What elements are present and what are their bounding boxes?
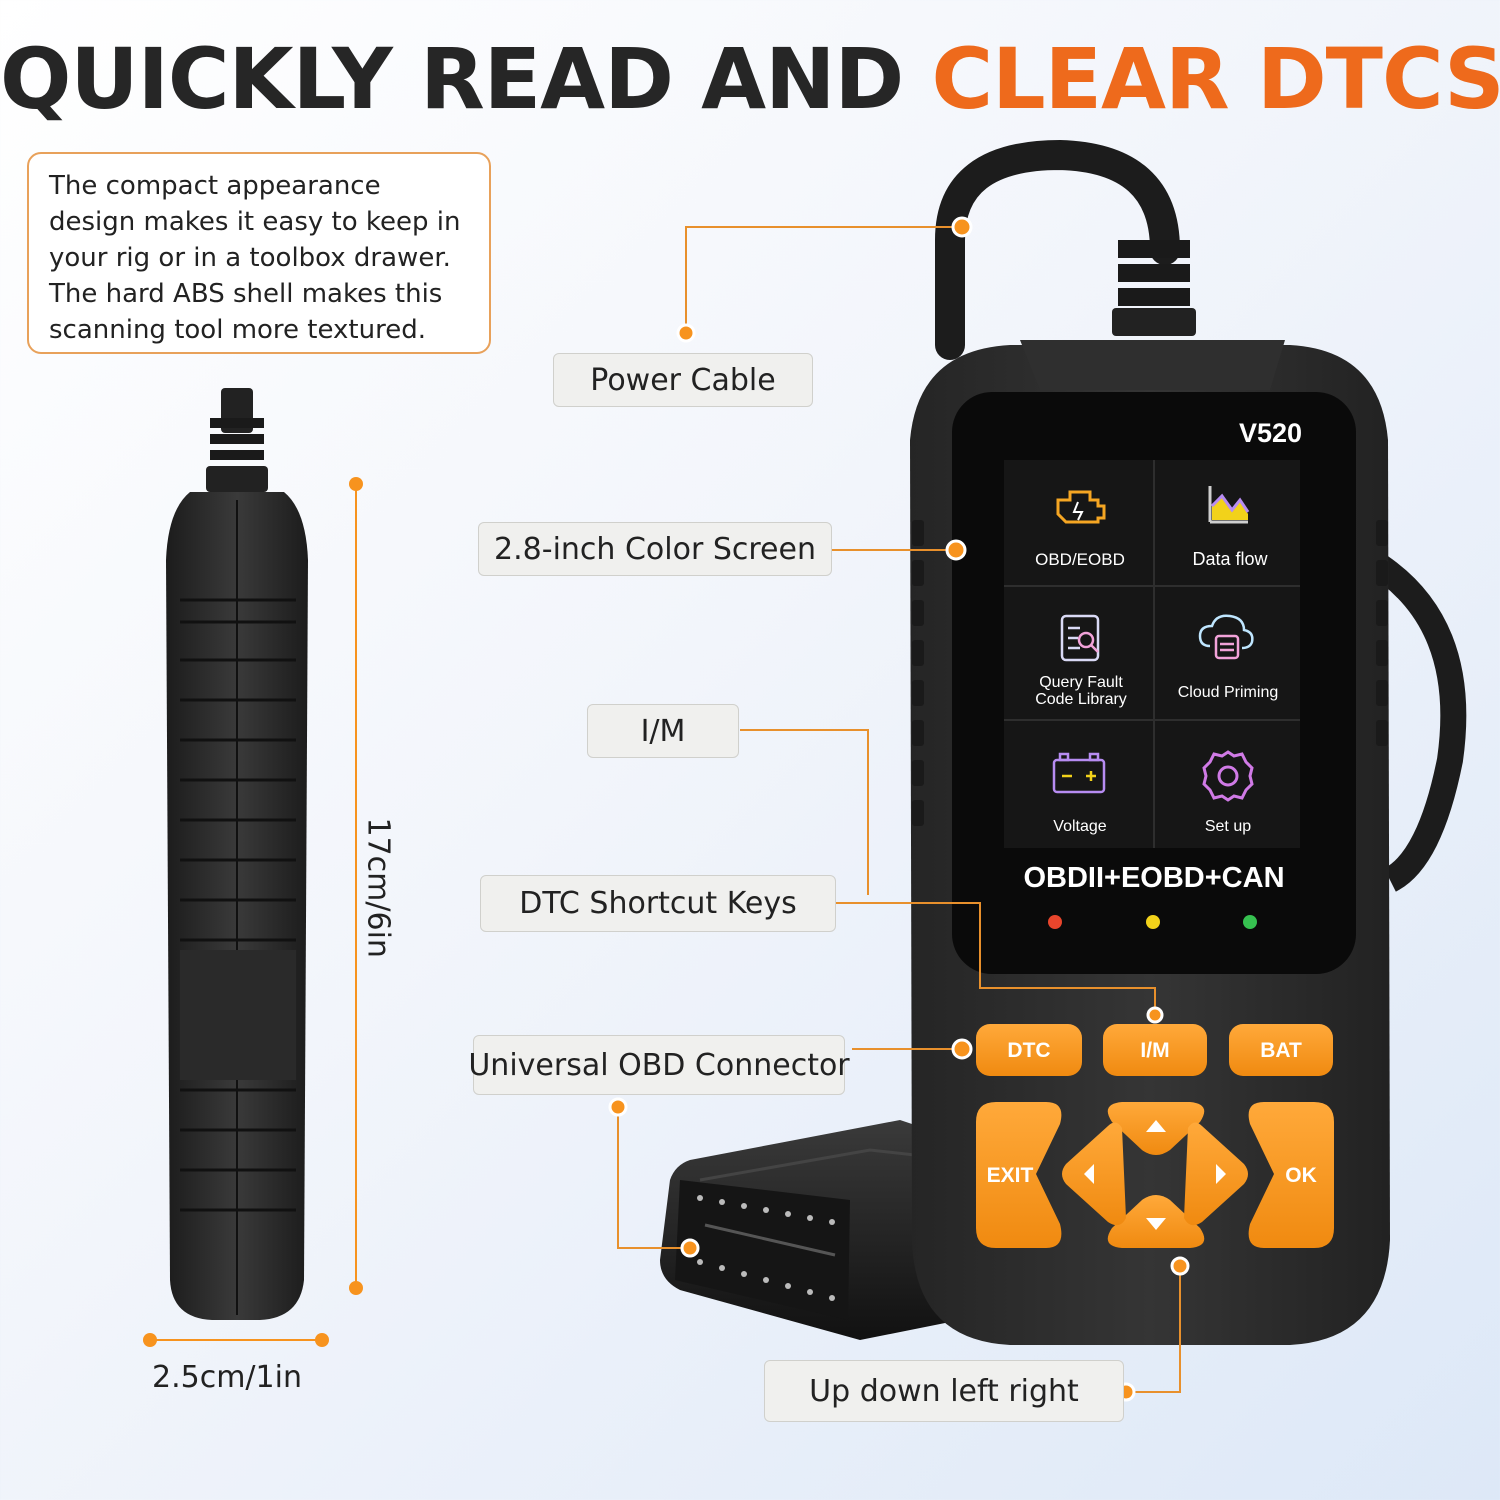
callout-lines — [617, 226, 1181, 1393]
menu-query-line2: Code Library — [1035, 691, 1127, 708]
left-arrow-icon — [1084, 1164, 1094, 1184]
headline-accent: CLEAR DTCS — [931, 30, 1500, 128]
protocol-text: OBDII+EOBD+CAN — [1023, 862, 1284, 894]
menu-setup: Set up — [1205, 818, 1251, 835]
code-library-icon — [1060, 614, 1100, 662]
label-dtc-shortcut-keys: DTC Shortcut Keys — [480, 875, 836, 932]
dtc-key-label: DTC — [1007, 1039, 1050, 1062]
label-color-screen: 2.8-inch Color Screen — [478, 522, 832, 576]
gear-icon — [1202, 750, 1254, 802]
exit-key[interactable] — [976, 1102, 1062, 1248]
menu-grid — [1004, 460, 1300, 848]
left-arrow-key[interactable] — [1062, 1122, 1126, 1226]
dtc-key[interactable] — [976, 1024, 1082, 1076]
headline-main: QUICKLY READ AND — [0, 30, 932, 128]
label-im: I/M — [587, 704, 739, 758]
label-im-text: I/M — [640, 713, 686, 749]
label-arrow-keys: Up down left right — [764, 1360, 1124, 1422]
im-key-label: I/M — [1140, 1039, 1169, 1062]
description-box: The compact appearance design makes it e… — [27, 152, 491, 354]
ok-key[interactable] — [1248, 1102, 1334, 1248]
menu-voltage: Voltage — [1053, 818, 1106, 835]
menu-obd-eobd: OBD/EOBD — [1035, 550, 1125, 569]
label-power-cable-text: Power Cable — [590, 362, 776, 398]
label-obd-connector-text: Universal OBD Connector — [468, 1047, 850, 1083]
description-text: The compact appearance design makes it e… — [49, 171, 461, 345]
exit-key-label: EXIT — [987, 1164, 1034, 1187]
bat-key-label: BAT — [1260, 1039, 1302, 1062]
power-cable — [935, 139, 1467, 892]
battery-icon — [1052, 752, 1106, 794]
right-arrow-key[interactable] — [1184, 1122, 1248, 1226]
width-dimension — [143, 1333, 329, 1347]
label-color-screen-text: 2.8-inch Color Screen — [494, 531, 816, 567]
status-led-yellow — [1146, 915, 1160, 929]
label-dtc-shortcut-keys-text: DTC Shortcut Keys — [519, 886, 797, 921]
right-arrow-icon — [1216, 1164, 1226, 1184]
menu-query-line1: Query Fault — [1039, 674, 1123, 691]
chart-icon — [1208, 486, 1250, 524]
status-led-red — [1048, 915, 1062, 929]
down-arrow-icon — [1146, 1218, 1166, 1230]
im-key[interactable] — [1103, 1024, 1207, 1076]
label-obd-connector: Universal OBD Connector — [468, 1035, 850, 1095]
width-dimension-label: 2.5cm/1in — [152, 1360, 302, 1395]
page-headline: QUICKLY READ AND CLEAR DTCS — [0, 30, 1500, 128]
status-led-green — [1243, 915, 1257, 929]
label-power-cable: Power Cable — [553, 353, 813, 407]
cloud-icon — [1198, 614, 1254, 660]
model-name: V520 — [1239, 418, 1302, 448]
callout-dots — [608, 216, 1190, 1402]
menu-cloud-priming: Cloud Priming — [1178, 684, 1278, 701]
engine-icon — [1056, 490, 1106, 524]
ok-key-label: OK — [1285, 1164, 1317, 1187]
height-dimension — [349, 477, 363, 1295]
up-arrow-icon — [1146, 1120, 1166, 1132]
down-arrow-key[interactable] — [1107, 1195, 1205, 1248]
height-dimension-label: 17cm/6in — [360, 817, 396, 958]
menu-data-flow: Data flow — [1192, 549, 1268, 569]
up-arrow-key[interactable] — [1107, 1102, 1205, 1155]
label-arrow-keys-text: Up down left right — [809, 1373, 1079, 1409]
device-side-view — [166, 388, 308, 1320]
bat-key[interactable] — [1229, 1024, 1333, 1076]
